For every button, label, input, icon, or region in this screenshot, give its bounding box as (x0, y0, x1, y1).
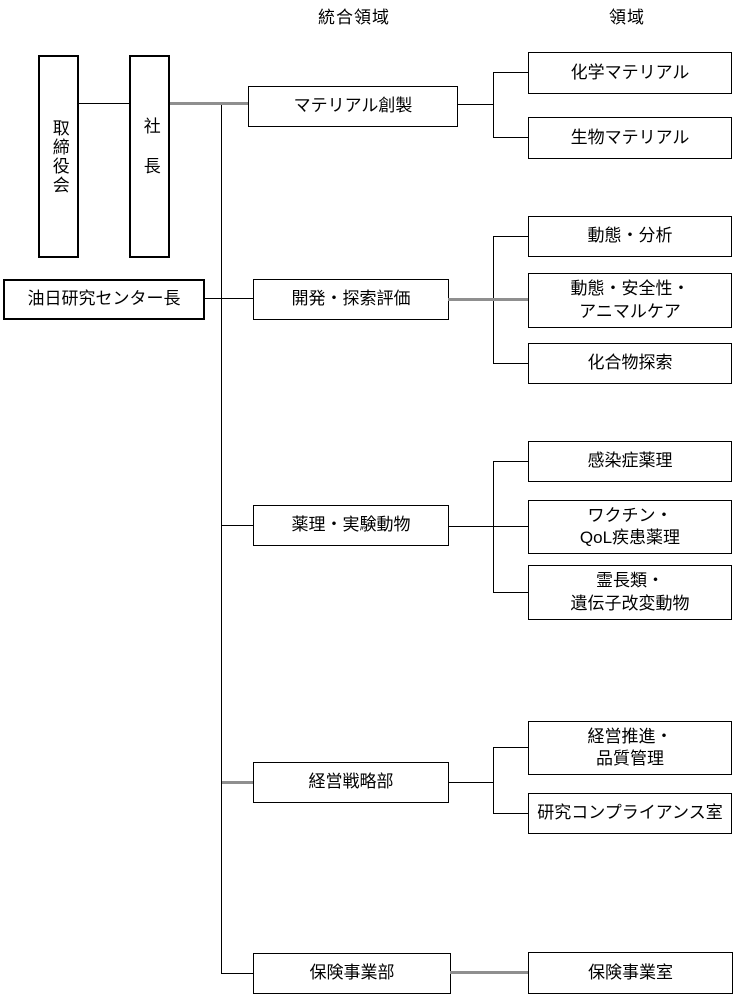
area-vaccine-qol-pharmacology-box: ワクチン・ QoL疾患薬理 (528, 500, 732, 554)
area-infectious-disease-pharmacology-box: 感染症薬理 (528, 441, 732, 482)
connector-trunk-to-insurance-dept (222, 973, 253, 975)
president-box: 社長 (129, 55, 170, 258)
connector-branch-infectious-disease (493, 461, 528, 463)
connector-material-to-elbow (457, 104, 493, 106)
connector-development-to-dynamics-safety-gray (448, 298, 528, 301)
area-primates-gene-modified-animals-box: 霊長類・ 遺伝子改変動物 (528, 565, 732, 620)
connector-strategy-to-elbow (449, 782, 494, 784)
connector-elbow-group4-vertical (493, 747, 495, 814)
connector-branch-primates (493, 592, 528, 594)
area-insurance-business-office-box: 保険事業室 (528, 952, 733, 994)
column-label-integrated-area: 統合領域 (318, 8, 390, 27)
group-material-creation-box: マテリアル創製 (248, 86, 458, 127)
connector-branch-biological-materials (493, 137, 528, 139)
area-chemical-materials-box: 化学マテリアル (528, 52, 732, 94)
area-dynamics-safety-animal-care-box: 動態・安全性・ アニマルケア (528, 273, 732, 328)
connector-president-to-material-gray (170, 102, 248, 105)
center-director-box: 油日研究センター長 (3, 279, 205, 320)
connector-trunk-to-pharmacology (222, 525, 253, 527)
connector-insurance-dept-to-office-gray (450, 971, 528, 974)
area-management-promotion-quality-box: 経営推進・ 品質管理 (528, 721, 732, 775)
connector-pharmacology-to-vaccine (449, 526, 528, 528)
connector-elbow-group3-vertical (493, 461, 495, 593)
connector-branch-compound-exploration (493, 363, 528, 365)
group-development-exploratory-box: 開発・探索評価 (253, 279, 449, 320)
connector-elbow-group1-vertical (493, 72, 495, 138)
area-research-compliance-office-box: 研究コンプライアンス室 (528, 793, 732, 834)
connector-branch-management-promotion (493, 747, 528, 749)
area-dynamics-analysis-box: 動態・分析 (528, 216, 732, 257)
area-compound-exploration-box: 化合物探索 (528, 343, 732, 384)
connector-trunk-vertical (221, 104, 223, 974)
connector-director-to-development (205, 298, 253, 300)
group-insurance-business-dept-box: 保険事業部 (253, 953, 451, 994)
group-management-strategy-box: 経営戦略部 (253, 762, 449, 803)
column-label-area: 領域 (609, 8, 645, 27)
area-biological-materials-box: 生物マテリアル (528, 117, 732, 159)
connector-branch-dynamics-analysis (493, 236, 528, 238)
connector-board-president (79, 103, 129, 105)
board-of-directors-box: 取締役会 (38, 55, 79, 258)
group-pharmacology-lab-animals-box: 薬理・実験動物 (253, 505, 449, 546)
connector-branch-research-compliance (493, 813, 528, 815)
connector-trunk-to-strategy-gray (222, 781, 253, 784)
connector-branch-chemical-materials (493, 72, 528, 74)
